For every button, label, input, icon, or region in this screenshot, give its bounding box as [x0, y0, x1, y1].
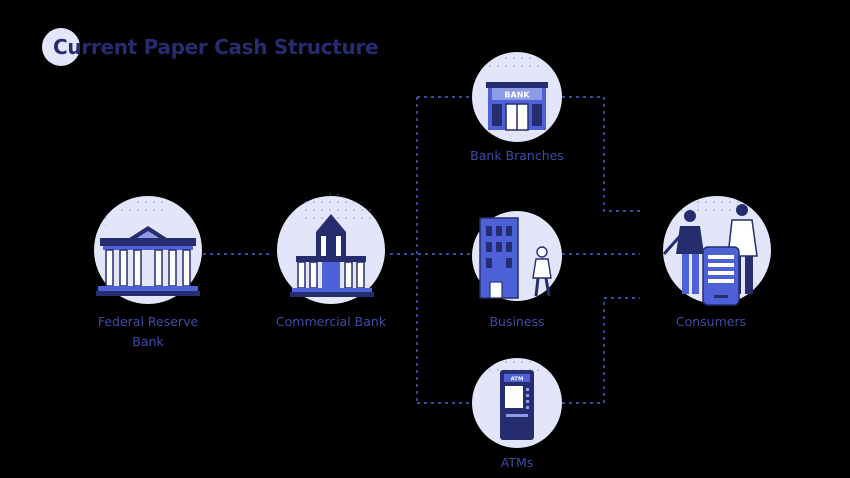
label-federal-reserve-line2: Bank — [132, 334, 164, 349]
label-federal-reserve: Federal Reserve Bank — [78, 312, 218, 352]
node-bank-branches: BANK — [472, 52, 562, 142]
mobile-phone-icon — [702, 246, 740, 306]
node-business — [472, 210, 562, 301]
label-commercial-bank: Commercial Bank — [275, 314, 387, 329]
label-federal-reserve-line1: Federal Reserve — [97, 314, 199, 329]
node-federal-reserve — [94, 196, 202, 304]
page-title: Current Paper Cash Structure — [53, 35, 379, 59]
atm-sign-text: ATM — [510, 377, 523, 383]
node-consumers — [662, 196, 771, 306]
commercial-bank-building-icon — [290, 214, 374, 297]
office-building-icon — [479, 217, 519, 299]
bank-branch-storefront-icon: BANK — [486, 82, 548, 131]
label-bank-branches: Bank Branches — [470, 148, 564, 163]
businessperson-icon — [532, 246, 552, 297]
node-commercial-bank — [277, 193, 385, 304]
consumer-woman-icon — [662, 210, 704, 294]
connector-branches-to-consumers — [562, 96, 640, 212]
title-dot-decoration — [42, 28, 80, 66]
federal-reserve-building-icon — [96, 226, 200, 296]
label-consumers: Consumers — [675, 314, 747, 329]
atm-machine-icon: ATM — [500, 370, 534, 440]
connector-atms-to-consumers — [562, 297, 640, 404]
connector-lines — [203, 96, 640, 404]
node-atms: ATM — [472, 358, 562, 448]
bank-sign-text: BANK — [504, 91, 530, 100]
label-business: Business — [489, 314, 545, 329]
label-atms: ATMs — [500, 455, 534, 470]
